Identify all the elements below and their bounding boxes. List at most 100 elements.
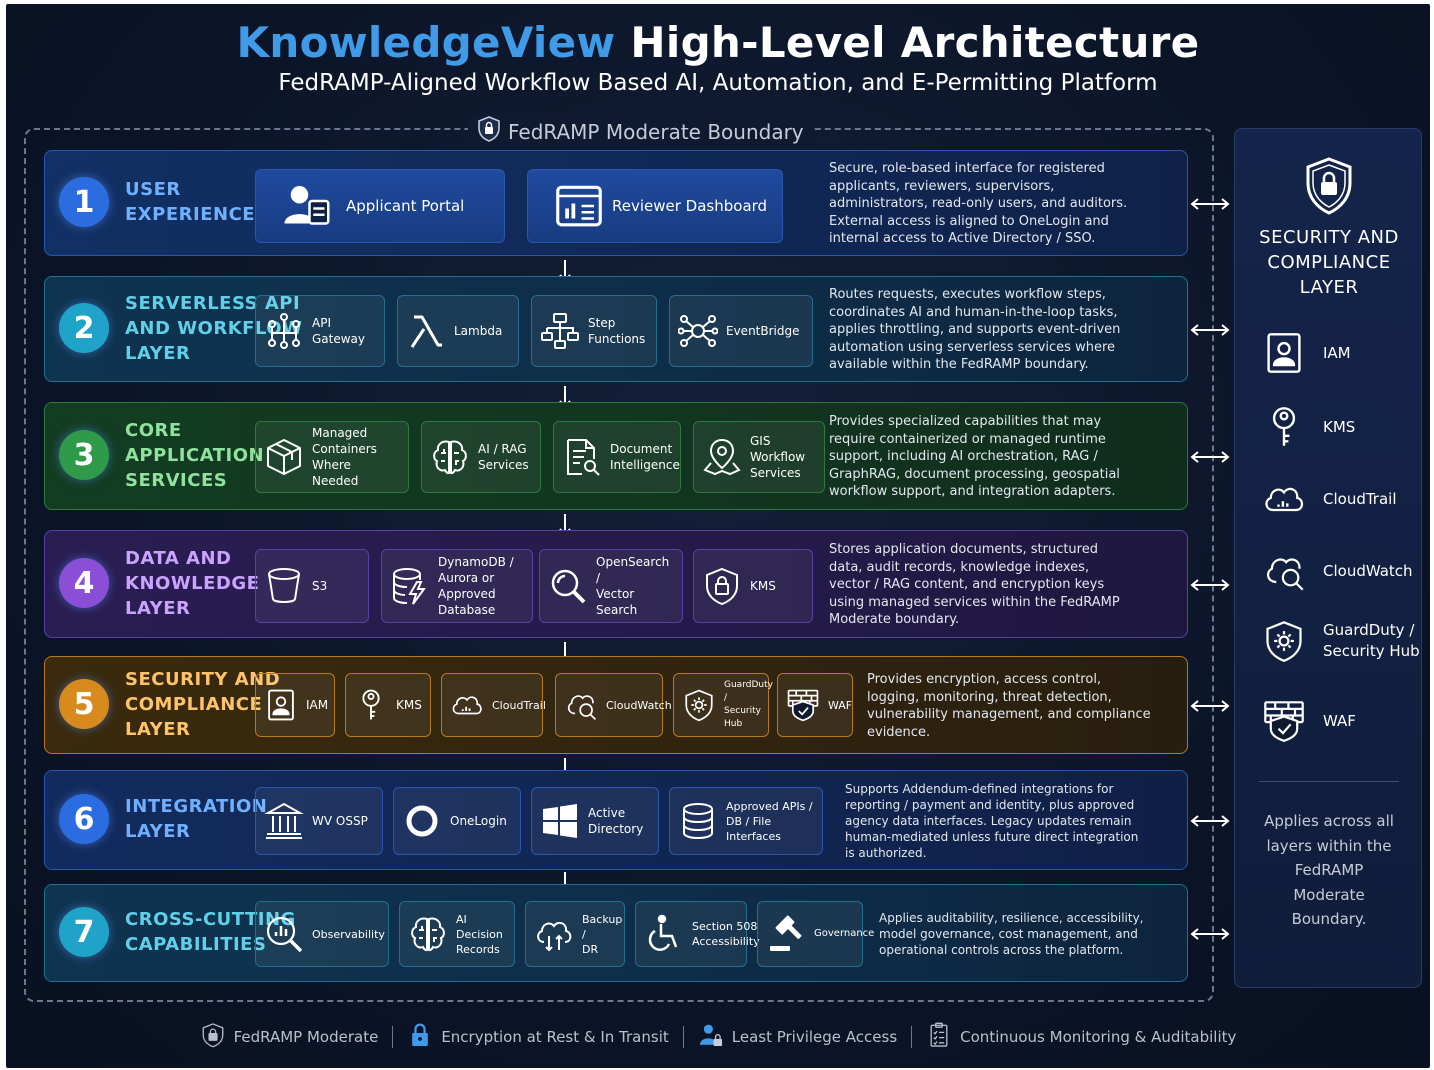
bidirectional-arrow	[1190, 449, 1230, 463]
panel-item-label: CloudTrail	[1323, 489, 1397, 508]
component-label: Document Intelligence	[610, 442, 680, 472]
component-reviewer-dashboard[interactable]: Reviewer Dashboard	[527, 169, 783, 243]
component-gis-workflow-services[interactable]: GIS Workflow Services	[693, 421, 825, 493]
component-section-508-accessibility[interactable]: Section 508 Accessibility	[635, 901, 760, 967]
component-label: EventBridge	[726, 324, 800, 338]
component-label: CloudTrail	[492, 698, 546, 712]
panel-item-cloudwatch[interactable]: CloudWatch	[1259, 549, 1413, 593]
component-managed-containers-where-needed[interactable]: Managed Containers Where Needed	[255, 421, 409, 493]
component-label: Managed Containers Where Needed	[312, 426, 377, 488]
component-lambda[interactable]: Lambda	[397, 295, 519, 367]
footer-item-label: Encryption at Rest & In Transit	[441, 1028, 669, 1046]
security-compliance-panel: SECURITY AND COMPLIANCE LAYER IAM KMS Clou…	[1234, 128, 1422, 988]
component-label: Active Directory	[588, 806, 644, 836]
component-label: Section 508 Accessibility	[692, 920, 760, 948]
component-waf[interactable]: WAF	[777, 673, 853, 737]
waf-icon	[786, 688, 820, 722]
shield-lock-icon	[1305, 157, 1353, 219]
component-label: WV OSSP	[312, 814, 368, 828]
user-form-icon	[282, 181, 332, 231]
component-backup-dr[interactable]: Backup / DR	[525, 901, 625, 967]
component-step-functions[interactable]: Step Functions	[531, 295, 657, 367]
component-approved-apis-db-file-interfaces[interactable]: Approved APIs / DB / File Interfaces	[669, 787, 823, 855]
panel-item-cloudtrail[interactable]: CloudTrail	[1259, 477, 1397, 521]
component-applicant-portal[interactable]: Applicant Portal	[255, 169, 505, 243]
component-document-intelligence[interactable]: Document Intelligence	[553, 421, 681, 493]
id-badge-icon	[1259, 331, 1309, 375]
component-ai-decision-records[interactable]: AI Decision Records	[399, 901, 515, 967]
step-functions-icon	[540, 311, 580, 351]
page-title: KnowledgeView High-Level Architecture	[6, 18, 1430, 67]
bidirectional-arrow	[1190, 322, 1230, 336]
cloud-watch-icon	[564, 688, 598, 722]
shield-lock-icon	[200, 1022, 226, 1052]
shield-gear-icon	[682, 688, 716, 722]
layer-name: INTEGRATION LAYER	[125, 796, 268, 842]
component-api-gateway[interactable]: API Gateway	[255, 295, 385, 367]
component-s3[interactable]: S3	[255, 549, 369, 623]
component-label: AI / RAG Services	[478, 442, 529, 472]
key-icon	[1259, 405, 1309, 449]
component-observability[interactable]: Observability	[255, 901, 389, 967]
ring-icon	[402, 801, 442, 841]
component-onelogin[interactable]: OneLogin	[393, 787, 521, 855]
bucket-icon	[264, 566, 304, 606]
panel-item-label: WAF	[1323, 711, 1356, 730]
component-opensearch-vector-search[interactable]: OpenSearch / Vector Search	[539, 549, 683, 623]
map-pin-icon	[702, 437, 742, 477]
component-active-directory[interactable]: Active Directory	[531, 787, 659, 855]
layer-description: Provides encryption, access control, log…	[867, 672, 1151, 740]
bidirectional-arrow	[1190, 577, 1230, 591]
panel-item-waf[interactable]: WAF	[1259, 699, 1356, 743]
component-label: API Gateway	[312, 316, 366, 346]
bidirectional-arrow	[1190, 196, 1230, 210]
component-kms[interactable]: KMS	[345, 673, 431, 737]
layer-number-badge: 1	[59, 177, 109, 227]
component-label: DynamoDB / Aurora or Approved Database	[438, 555, 514, 617]
layer-6: 6 INTEGRATION LAYER WV OSSP OneLogin Active …	[44, 770, 1188, 870]
user-lock-icon	[698, 1022, 724, 1052]
layer-number-badge: 7	[59, 907, 109, 957]
boundary-label-text: FedRAMP Moderate Boundary	[508, 119, 804, 144]
component-iam[interactable]: IAM	[255, 673, 335, 737]
footer-separator	[682, 1026, 684, 1048]
magnify-chart-icon	[264, 914, 304, 954]
diagram-canvas: KnowledgeView High-Level Architecture Fe…	[6, 4, 1430, 1068]
component-dynamodb-aurora-or-approved-database[interactable]: DynamoDB / Aurora or Approved Database	[381, 549, 533, 623]
component-governance[interactable]: Governance	[757, 901, 874, 967]
layer-number-badge: 6	[59, 794, 109, 844]
component-eventbridge[interactable]: EventBridge	[669, 295, 813, 367]
component-label: KMS	[396, 698, 422, 712]
panel-divider	[1259, 781, 1399, 782]
footer-item-label: Continuous Monitoring & Auditability	[960, 1028, 1237, 1046]
document-search-icon	[562, 437, 602, 477]
panel-item-label: CloudWatch	[1323, 561, 1413, 580]
panel-item-iam[interactable]: IAM	[1259, 331, 1351, 375]
api-gateway-icon	[264, 311, 304, 351]
footer-separator	[392, 1026, 394, 1048]
component-wv-ossp[interactable]: WV OSSP	[255, 787, 383, 855]
lock-shield-icon	[702, 566, 742, 606]
boundary-label: FedRAMP Moderate Boundary	[468, 116, 814, 147]
container-cube-icon	[264, 437, 304, 477]
component-label: Governance	[814, 928, 875, 939]
component-cloudwatch[interactable]: CloudWatch	[555, 673, 672, 737]
id-badge-icon	[264, 688, 298, 722]
panel-item-kms[interactable]: KMS	[1259, 405, 1355, 449]
layer-name: SECURITY AND COMPLIANCE LAYER	[125, 668, 281, 740]
layer-name: SERVERLESS API AND WORKFLOW LAYER	[125, 292, 303, 364]
component-guardduty-security-hub[interactable]: GuardDuty / Security Hub	[673, 673, 773, 737]
component-label: OneLogin	[450, 814, 507, 828]
component-kms[interactable]: KMS	[693, 549, 813, 623]
checklist-icon	[926, 1022, 952, 1052]
panel-item-guardduty-security-hub[interactable]: GuardDuty / Security Hub	[1259, 619, 1420, 663]
component-ai-rag-services[interactable]: AI / RAG Services	[421, 421, 541, 493]
layer-description: Stores application documents, structured…	[829, 542, 1120, 627]
panel-title: SECURITY AND COMPLIANCE LAYER	[1259, 227, 1399, 298]
component-cloudtrail[interactable]: CloudTrail	[441, 673, 546, 737]
